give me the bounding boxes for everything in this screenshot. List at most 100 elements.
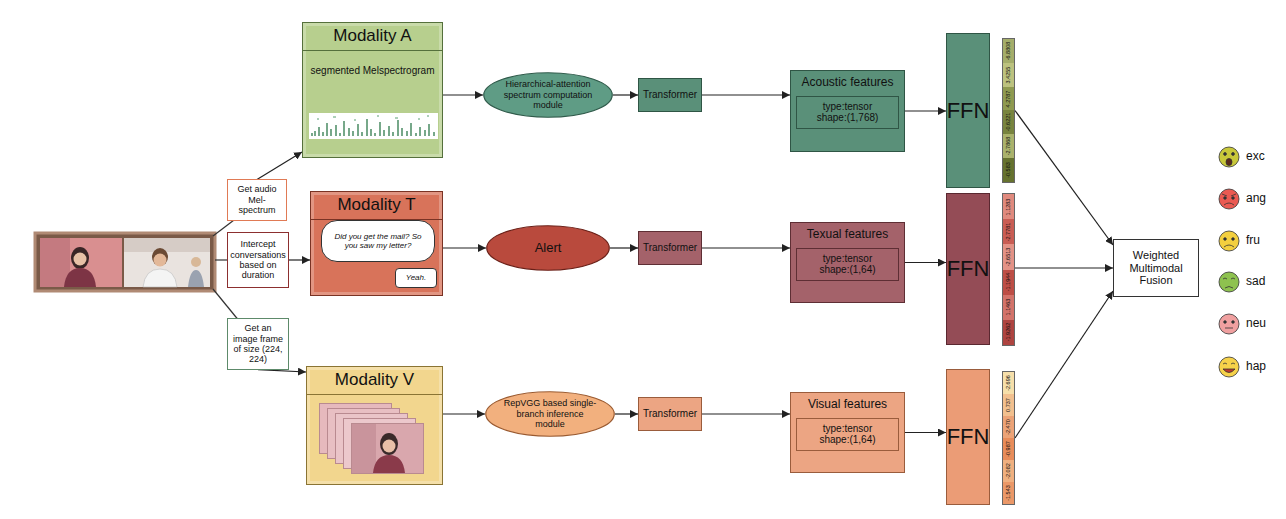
vector-cell: 1.1283 [1003,194,1014,219]
transformer-label: Transformer [643,408,697,420]
tensor-info: shape:(1,768) [800,112,895,124]
flow-arrow [702,413,790,414]
feature-vector: 1.1283-2.7781-2.6513-1.19441.1463-1.9262 [1002,193,1015,346]
ffn-label: FFN [947,424,990,449]
flow-arrow [905,432,946,433]
vector-value: -6.8808 [1006,42,1012,61]
feature-box: Acoustic features type:tensorshape:(1,768… [790,70,905,152]
vector-cell: 0.737 [1003,394,1014,416]
feature-title: Texual features [807,228,888,242]
tensor-info: shape:(1,64) [800,434,895,446]
vector-value: -2.696 [1006,375,1012,391]
module-ellipse: RepVGG based single-branch inference mod… [485,391,615,437]
speech-text: Yeah. [406,273,426,282]
node-content: FFN [947,424,989,449]
node-content: FFN [947,256,989,281]
fusion-label: Weighted Multimodal Fusion [1120,249,1192,287]
modality-box: Modality Asegmented Melspectrogram [302,22,443,158]
tensor-info: shape:(1,64) [800,264,895,276]
vector-value: -2.7868 [1006,137,1012,156]
flow-arrow [443,94,483,95]
step-label: Get an image frame of size (224, 224) [232,323,284,364]
modality-title: Modality V [307,367,442,395]
step-label-box: Intercept conversations based on duratio… [227,232,289,288]
vector-cell: 3.4255 [1003,63,1014,87]
step-label-box: Get audio Mel-spectrum [227,179,287,220]
ffn-label: FFN [947,98,990,123]
flow-arrow [258,370,306,372]
module-name: Hierarchical-attention spectrum computat… [501,79,595,110]
node-content: Transformer [639,87,701,103]
flow-arrow [443,413,485,414]
modality-box: Modality T Did you get the mail? So you s… [310,191,443,296]
flow-arrow [443,247,486,248]
emotion-label: sad [1246,274,1265,288]
vector-cell: -1.1944 [1003,270,1014,295]
tensor-info: type:tensor [800,253,895,265]
module-name: RepVGG based single-branch inference mod… [503,398,597,429]
emotion-emoji [1219,147,1239,377]
emotion-label: neu [1246,316,1266,330]
vector-value: -0.6221 [1006,113,1012,132]
flow-arrow [610,247,638,248]
vector-value: -2.6513 [1006,248,1012,267]
step-label-box: Get an image frame of size (224, 224) [227,318,289,369]
flow-arrow [1015,267,1113,268]
feature-vector: -2.6960.737-2.470-0.987-2.082-1.543 [1002,371,1015,505]
ffn-box: FFN [946,369,990,505]
node-content: Modality V [307,367,442,395]
node-content: Yeah. [396,271,436,284]
transformer-box: Transformer [638,397,702,431]
frame-stack-image [319,403,431,479]
emotion-label: ang [1246,191,1266,205]
speech-bubble: Yeah. [395,268,437,288]
ffn-label: FFN [947,256,990,281]
vector-cell: -2.082 [1003,460,1014,482]
node-content: Modality Asegmented Melspectrogram [303,23,442,76]
ffn-box: FFN [946,33,990,188]
tensor-info-box: type:tensorshape:(1,768) [796,96,899,129]
flow-arrow [905,110,946,111]
node-content: Intercept conversations based on duratio… [228,236,288,283]
node-content: Alert [486,241,610,256]
node-content: Transformer [639,406,701,422]
vector-value: 4.2787 [1006,90,1012,107]
vector-value: 0.737 [1006,398,1012,412]
emotion-label: exc [1246,149,1265,163]
node-content: Visual features type:tensorshape:(1,64) [791,393,904,456]
vector-cell: -2.6513 [1003,244,1014,269]
ellipse-shape [484,73,613,118]
flow-arrow [702,247,790,248]
node-content: FFN [947,98,989,123]
node-content: RepVGG based single-branch inference mod… [485,398,615,429]
transformer-box: Transformer [638,231,702,265]
transformer-label: Transformer [643,242,697,254]
tensor-info-box: type:tensorshape:(1,64) [796,248,899,281]
node-content: Acoustic features type:tensorshape:(1,768… [791,71,904,134]
tensor-info: type:tensor [800,423,895,435]
vector-cell: -1.9262 [1003,320,1014,345]
ellipse-shape [487,226,610,271]
vector-cell: -0.987 [1003,438,1014,460]
vector-cell: 4.2787 [1003,87,1014,111]
node-content: Did you get the mail? So you saw my lett… [322,230,434,252]
vector-cell: -6.8808 [1003,39,1014,63]
modality-caption: segmented Melspectrogram [307,65,439,77]
flow-arrow [905,262,946,263]
ffn-box: FFN [946,193,990,345]
flow-arrow [289,259,310,260]
flow-arrow [613,94,638,95]
vector-value: 3.4255 [1006,66,1012,83]
feature-box: Visual features type:tensorshape:(1,64) [790,392,905,473]
flow-arrow [257,152,302,179]
flow-arrow [1015,291,1113,438]
feature-title: Visual features [808,398,887,412]
ellipse-shape [486,392,615,437]
modality-title: Modality T [311,192,442,220]
vector-value: -1.9262 [1006,323,1012,342]
feature-title: Acoustic features [801,76,893,90]
flow-arrow [1015,111,1113,246]
emotion-label: hap [1246,359,1266,373]
node-content: Hierarchical-attention spectrum computat… [483,79,613,110]
node-content: Modality T [311,192,442,220]
